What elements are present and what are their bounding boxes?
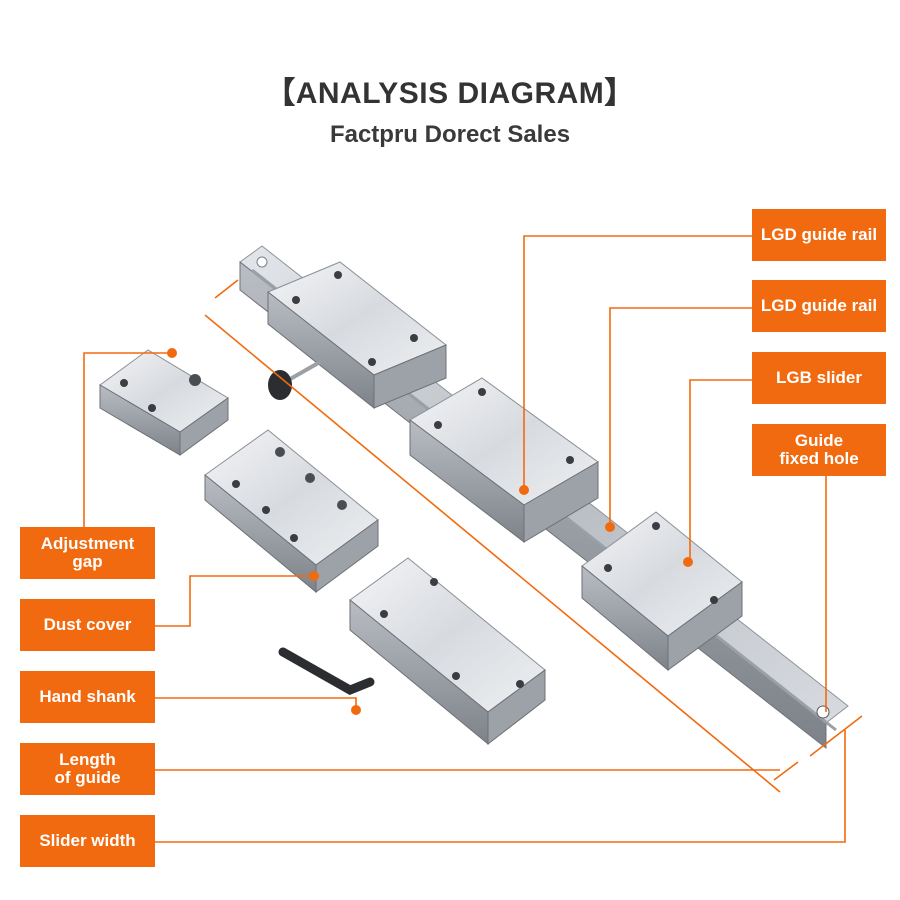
- guide-fixed-hole-icon: [816, 705, 830, 719]
- label-hand-shank: Hand shank: [20, 671, 155, 723]
- label-lgd-guide-rail-2: LGD guide rail: [752, 280, 886, 332]
- label-adjustment-gap: Adjustment gap: [20, 527, 155, 579]
- label-lgd-guide-rail-1: LGD guide rail: [752, 209, 886, 261]
- label-slider-width: Slider width: [20, 815, 155, 867]
- label-guide-fixed-hole: Guide fixed hole: [752, 424, 886, 476]
- page-subtitle: Factpru Dorect Sales: [329, 121, 571, 148]
- lgb-slider-2: [409, 377, 599, 544]
- leader-lines: [83, 235, 863, 843]
- lgb-slider-3: [581, 511, 743, 672]
- lock-knob-icon: [268, 360, 321, 400]
- rail-end-hole-icon: [256, 256, 268, 268]
- hand-shank-block: [349, 557, 546, 746]
- label-dust-cover: Dust cover: [20, 599, 155, 651]
- dust-cover-block: [204, 429, 379, 594]
- page-title: 【ANALYSIS DIAGRAM】: [265, 77, 635, 110]
- hand-shank-icon: [278, 647, 375, 715]
- lgb-slider-1: [267, 261, 447, 410]
- label-lgb-slider: LGB slider: [752, 352, 886, 404]
- adjustment-block: [99, 348, 229, 456]
- label-length-of-guide: Length of guide: [20, 743, 155, 795]
